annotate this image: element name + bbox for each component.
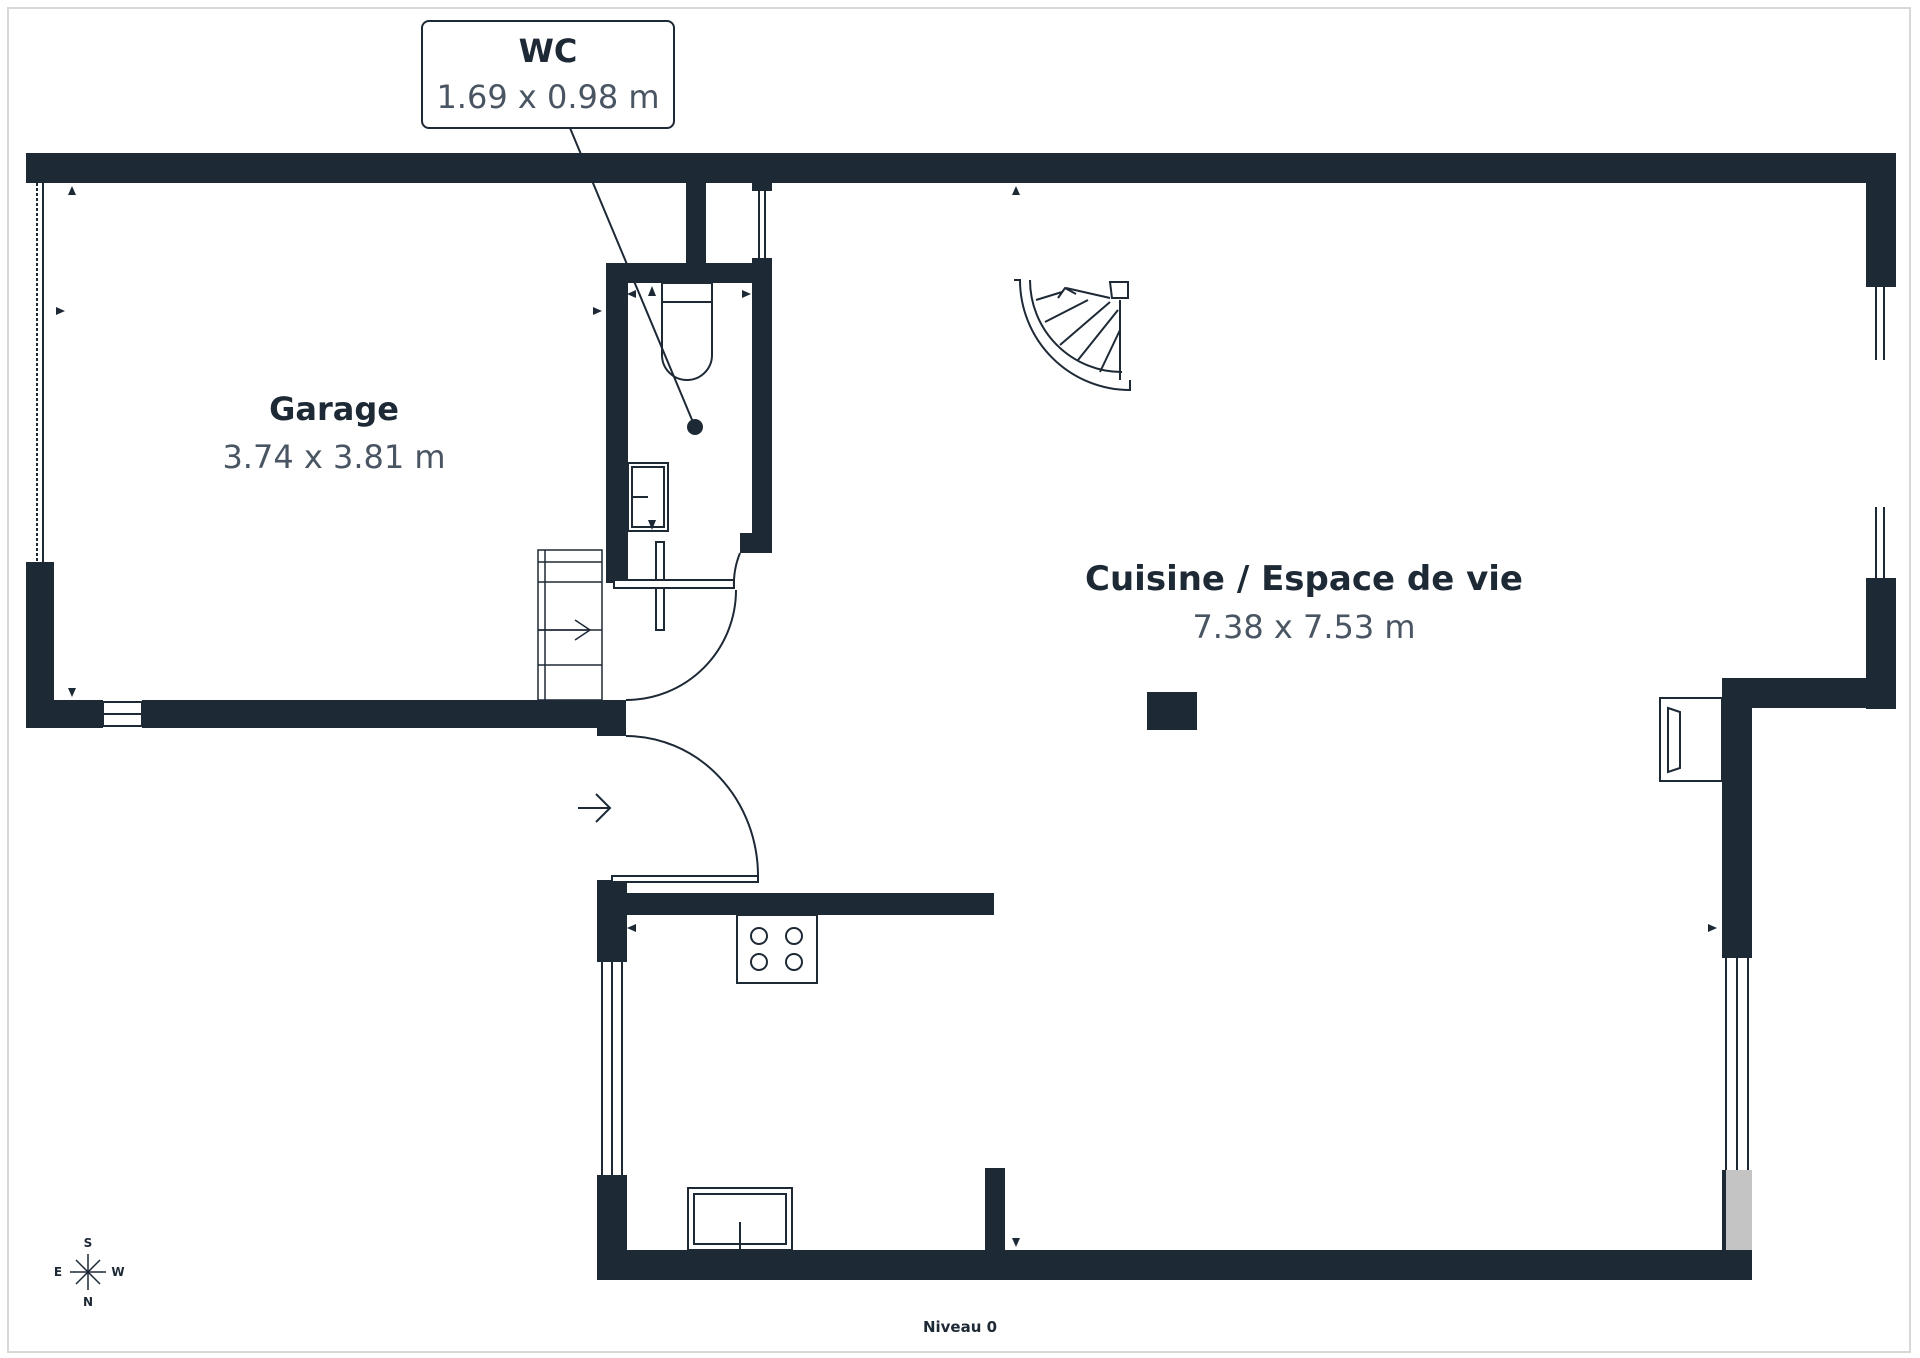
entrance-arrow-icon (578, 793, 612, 823)
compass-west: W (111, 1265, 124, 1279)
page-frame (7, 7, 1911, 1353)
compass-icon (70, 1254, 106, 1290)
level-label: Niveau 0 (923, 1318, 997, 1336)
garage-room-name: Garage (269, 390, 399, 428)
wc-leader (569, 127, 703, 435)
compass-east: E (54, 1265, 62, 1279)
markers (56, 186, 1717, 1247)
cooktop-icon (736, 914, 818, 984)
compass-north: N (83, 1295, 93, 1309)
wc-callout: WC 1.69 x 0.98 m (421, 20, 675, 129)
windows (36, 183, 1885, 1175)
shaded-panel (1726, 1170, 1752, 1250)
fixtures (627, 282, 1723, 1251)
garage-room-dims: 3.74 x 3.81 m (222, 438, 445, 476)
garage-steps (537, 549, 603, 701)
compass-south: S (84, 1236, 93, 1250)
living-room-name: Cuisine / Espace de vie (1085, 559, 1523, 599)
living-room-dims: 7.38 x 7.53 m (1192, 608, 1415, 646)
walls (26, 153, 1896, 1280)
doors (611, 541, 759, 883)
wc-room-name: WC (519, 32, 578, 70)
toilet-icon (661, 282, 713, 381)
wc-room-dims: 1.69 x 0.98 m (436, 78, 659, 116)
spiral-staircase (1014, 279, 1131, 392)
